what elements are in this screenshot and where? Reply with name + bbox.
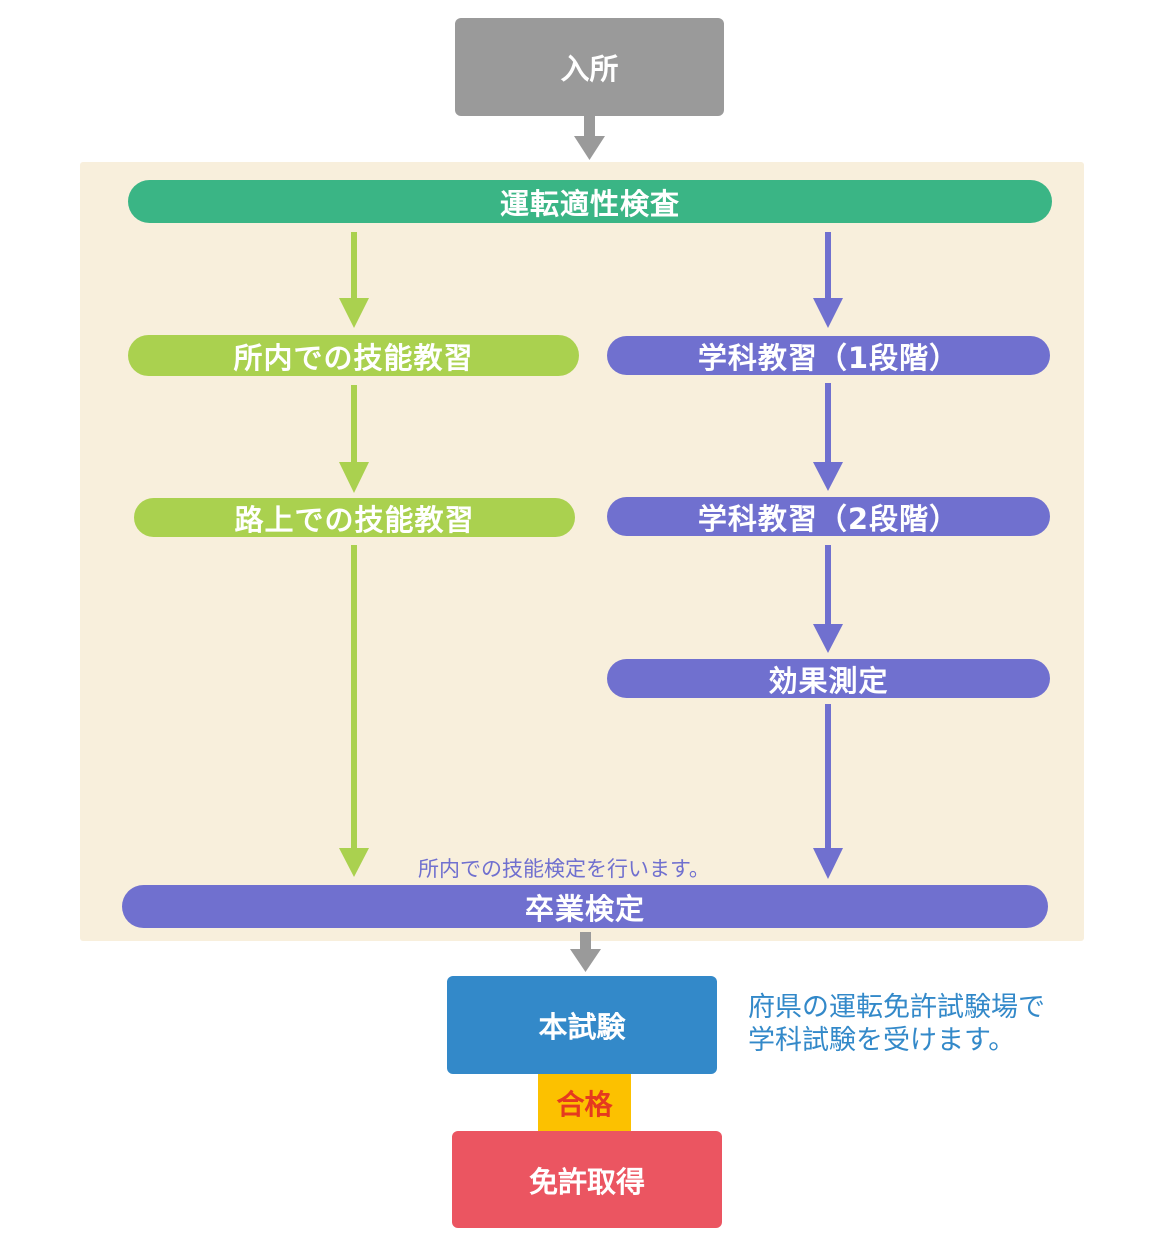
exam-note-line1: 府県の運転免許試験場で (748, 992, 1045, 1023)
graduation-note: 所内での技能検定を行います。 (418, 857, 710, 881)
theory-stage1-bar: 学科教習（1段階） (607, 336, 1050, 375)
practical-road-label: 路上での技能教習 (234, 502, 475, 537)
practical-onsite-label: 所内での技能教習 (233, 340, 474, 375)
theory-stage2-bar: 学科教習（2段階） (607, 497, 1050, 536)
arrow-road-to-graduation (339, 545, 369, 877)
practical-road-bar: 路上での技能教習 (134, 498, 575, 537)
theory-stage1-label: 学科教習（1段階） (697, 340, 960, 375)
arrow-graduation-to-exam (570, 932, 601, 972)
school-curriculum-panel (80, 162, 1084, 941)
effect-test-bar: 効果測定 (607, 659, 1050, 698)
practical-onsite-bar: 所内での技能教習 (128, 335, 579, 376)
admission-label: 入所 (560, 52, 619, 86)
aptitude-test-label: 運転適性検査 (499, 186, 680, 221)
admission-box: 入所 (455, 18, 724, 116)
pass-connector: 合格 (538, 1074, 631, 1131)
arrow-effect-to-graduation (813, 704, 843, 879)
effect-test-label: 効果測定 (768, 663, 889, 698)
arrow-theory1-to-theory2 (813, 383, 843, 491)
pass-label: 合格 (556, 1087, 613, 1121)
license-label: 免許取得 (528, 1164, 645, 1199)
graduation-test-label: 卒業検定 (524, 891, 645, 926)
graduation-test-bar: 卒業検定 (122, 885, 1048, 928)
arrow-aptitude-to-theory1 (813, 232, 843, 328)
main-exam-label: 本試験 (538, 1010, 626, 1044)
arrow-theory2-to-effect (813, 545, 843, 653)
arrow-onsite-to-road (339, 385, 369, 493)
theory-stage2-label: 学科教習（2段階） (697, 501, 960, 536)
exam-note: 府県の運転免許試験場で 学科試験を受けます。 (748, 991, 1045, 1057)
main-exam-box: 本試験 (447, 976, 717, 1074)
exam-note-line2: 学科試験を受けます。 (748, 1025, 1016, 1056)
arrow-aptitude-to-onsite (339, 232, 369, 328)
arrow-admission-to-aptitude (574, 116, 605, 160)
license-box: 免許取得 (452, 1131, 722, 1228)
aptitude-test-bar: 運転適性検査 (128, 180, 1052, 223)
